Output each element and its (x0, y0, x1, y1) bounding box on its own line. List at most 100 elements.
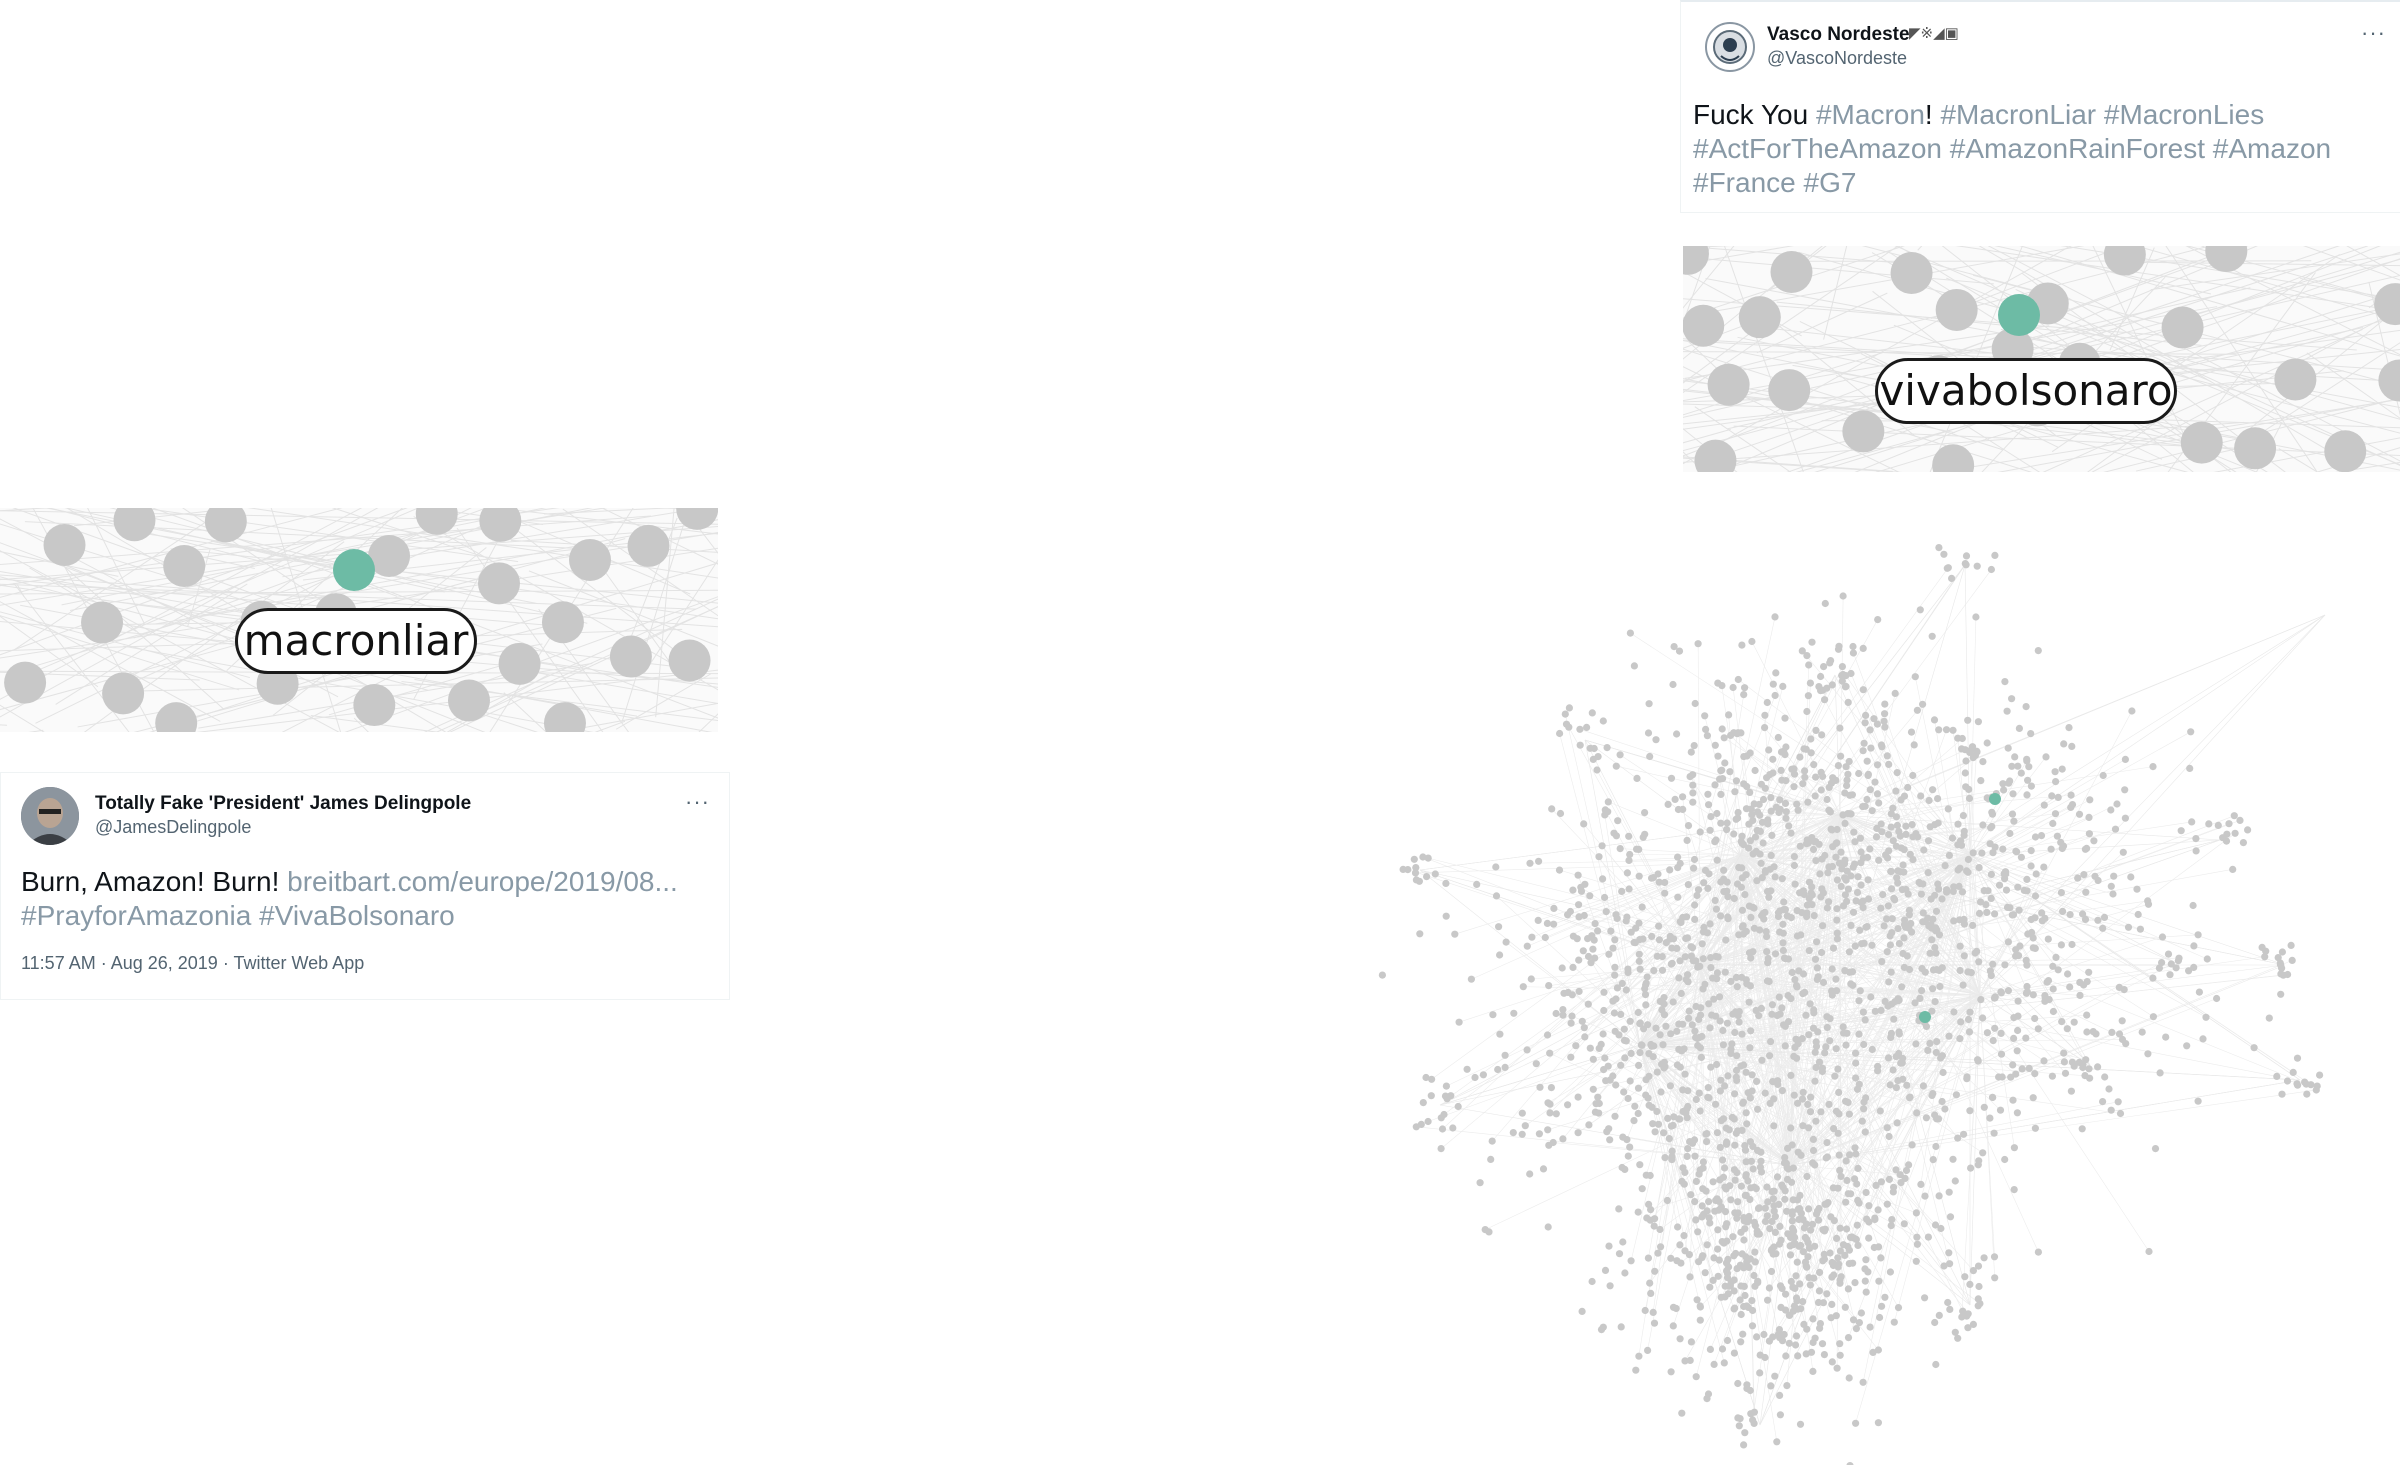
graph-node (1560, 989, 1568, 997)
graph-node (1922, 1114, 1930, 1122)
hashtag-link[interactable]: #France (1693, 167, 1796, 198)
hashtag-link[interactable]: #G7 (1803, 167, 1857, 198)
graph-node (1669, 998, 1677, 1006)
graph-node (2194, 1097, 2202, 1105)
graph-node (2187, 728, 2195, 736)
graph-node (1561, 710, 1569, 718)
graph-node (1989, 849, 1997, 857)
graph-node (2023, 982, 2031, 991)
graph-node (1807, 889, 1815, 897)
avatar-photo-icon[interactable] (21, 787, 79, 845)
author-name[interactable]: Vasco Nordeste (1767, 24, 1910, 45)
graph-node (1823, 684, 1831, 692)
graph-node (2001, 961, 2009, 969)
avatar-logo-icon[interactable] (1703, 20, 1757, 74)
graph-node (2213, 994, 2221, 1003)
graph-node (2054, 966, 2062, 974)
tweet-card-delingpole[interactable]: Totally Fake 'President' James Delingpol… (0, 772, 730, 1000)
tweet-link[interactable]: breitbart.com/europe/2019/08... (287, 866, 678, 897)
author-handle[interactable]: @VascoNordeste (1767, 48, 1908, 68)
graph-node (1937, 1224, 1945, 1233)
graph-node (1874, 1067, 1882, 1075)
graph-node (1634, 1008, 1642, 1017)
graph-node (1718, 1345, 1727, 1353)
tweet-timestamp[interactable]: 11:57 AM · Aug 26, 2019 · Twitter Web Ap… (21, 953, 365, 973)
graph-node (1705, 1214, 1713, 1222)
graph-node (1793, 800, 1801, 808)
graph-node (1902, 923, 1910, 931)
graph-node (1961, 560, 1969, 568)
graph-node (1833, 935, 1841, 943)
graph-node (1809, 1146, 1818, 1155)
graph-node (1699, 955, 1707, 963)
hashtag-link[interactable]: #Amazon (2212, 133, 2332, 164)
graph-node (1752, 1185, 1760, 1193)
author-handle[interactable]: @JamesDelingpole (95, 817, 252, 837)
hashtag-link[interactable]: #VivaBolsonaro (259, 900, 455, 931)
graph-node (2009, 1061, 2017, 1069)
graph-node (1842, 763, 1850, 771)
hashtag-link[interactable]: #ActForTheAmazon (1693, 133, 1942, 164)
graph-node (1615, 1250, 1624, 1258)
graph-node (1545, 982, 1553, 990)
graph-node (1669, 680, 1677, 689)
graph-node (1678, 1409, 1686, 1417)
graph-node (2100, 913, 2109, 921)
graph-node (2004, 987, 2012, 995)
graph-node (1781, 955, 1790, 963)
graph-node (1740, 1264, 1748, 1272)
graph-node (1691, 915, 1699, 923)
graph-node (1683, 304, 1725, 347)
graph-node (1871, 1007, 1879, 1015)
graph-node (1775, 1200, 1783, 1208)
more-options-icon[interactable]: ··· (685, 789, 710, 814)
graph-node (1741, 684, 1749, 692)
graph-node (1650, 1319, 1659, 1327)
graph-node (1814, 1216, 1823, 1224)
graph-node (1812, 1210, 1821, 1218)
tweet-card-vasco[interactable]: Vasco Nordeste ◤※◢▣ @VascoNordeste ··· F… (1680, 0, 2400, 213)
graph-node (1476, 1179, 1484, 1187)
hashtag-link[interactable]: #AmazonRainForest (1949, 133, 2206, 164)
graph-node (1723, 1019, 1731, 1027)
graph-node (1646, 1279, 1654, 1287)
graph-node (1641, 985, 1649, 993)
graph-node (1866, 786, 1874, 794)
graph-node (1634, 1109, 1642, 1118)
hashtag-link[interactable]: #MacronLies (2103, 99, 2265, 130)
graph-node (2099, 924, 2107, 932)
graph-node (1427, 1092, 1435, 1100)
graph-node (1576, 725, 1584, 733)
graph-node (1666, 932, 1674, 940)
graph-node (2014, 883, 2022, 891)
graph-node (1684, 971, 1692, 979)
graph-node (1605, 950, 1613, 958)
hashtag-link[interactable]: #Macron (1815, 99, 1925, 130)
graph-node (1778, 1284, 1786, 1293)
graph-node (2287, 941, 2295, 949)
hashtag-link[interactable]: #MacronLiar (1940, 99, 2097, 130)
graph-node (1988, 810, 1997, 818)
graph-node (2017, 853, 2025, 861)
author-name[interactable]: Totally Fake 'President' James Delingpol… (95, 793, 472, 814)
graph-node (1833, 929, 1841, 937)
more-options-icon[interactable]: ··· (2361, 20, 2386, 45)
graph-node (2144, 1050, 2152, 1058)
graph-node (2022, 703, 2030, 711)
graph-node (1684, 1145, 1692, 1153)
graph-node (1847, 980, 1855, 988)
graph-node (1768, 1217, 1776, 1226)
graph-node (1496, 951, 1504, 959)
graph-node (1737, 1310, 1745, 1319)
graph-node (1963, 867, 1971, 875)
graph-node (1973, 748, 1981, 756)
graph-node (1613, 984, 1621, 992)
graph-node (1973, 947, 1981, 955)
graph-node (1805, 1243, 1814, 1251)
graph-node (1768, 831, 1776, 839)
graph-node (1990, 994, 1999, 1002)
graph-node (1944, 1298, 1952, 1307)
graph-node (1696, 828, 1704, 836)
hashtag-link[interactable]: #PrayforAmazonia (21, 900, 252, 931)
graph-node (2023, 757, 2031, 765)
